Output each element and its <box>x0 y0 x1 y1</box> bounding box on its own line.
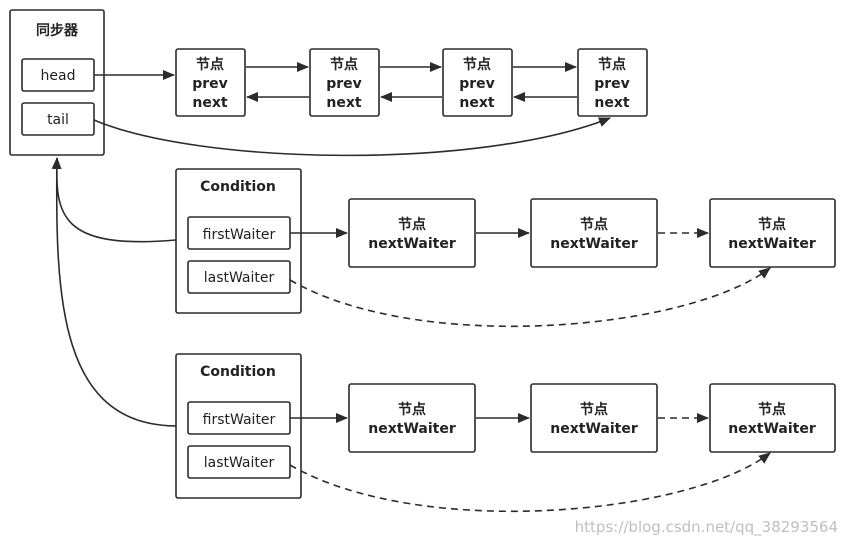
condition-title: Condition <box>200 364 276 380</box>
sync-node-3: 节点 prev next <box>442 48 513 117</box>
node-title: 节点 <box>758 401 786 418</box>
synchronizer-box: 同步器 head tail <box>9 9 105 156</box>
condition-2-node-2: 节点 nextWaiter <box>530 383 658 453</box>
node-title: 节点 <box>463 56 491 73</box>
node-next-waiter: nextWaiter <box>550 421 638 437</box>
last-waiter-field: lastWaiter <box>187 445 291 479</box>
condition-1-node-1: 节点 nextWaiter <box>348 198 476 268</box>
condition-1-node-2: 节点 nextWaiter <box>530 198 658 268</box>
first-waiter-field: firstWaiter <box>187 401 291 435</box>
node-title: 节点 <box>398 401 426 418</box>
node-title: 节点 <box>580 216 608 233</box>
node-next-waiter: nextWaiter <box>368 236 456 252</box>
node-title: 节点 <box>598 56 626 73</box>
node-next-waiter: nextWaiter <box>550 236 638 252</box>
node-next: next <box>326 95 361 111</box>
node-next-waiter: nextWaiter <box>728 421 816 437</box>
first-waiter-label: firstWaiter <box>203 412 276 428</box>
tail-field: tail <box>21 102 95 136</box>
node-next-waiter: nextWaiter <box>368 421 456 437</box>
head-label: head <box>41 68 76 84</box>
first-waiter-label: firstWaiter <box>203 227 276 243</box>
watermark-text: https://blog.csdn.net/qq_38293564 <box>575 518 838 537</box>
node-title: 节点 <box>580 401 608 418</box>
sync-node-4: 节点 prev next <box>577 48 648 117</box>
node-prev: prev <box>192 76 228 92</box>
tail-to-last-node-arrow <box>93 117 611 157</box>
node-title: 节点 <box>398 216 426 233</box>
node-next: next <box>192 95 227 111</box>
node-title: 节点 <box>330 56 358 73</box>
node-title: 节点 <box>758 216 786 233</box>
last-waiter-label: lastWaiter <box>204 455 275 471</box>
sync-node-1: 节点 prev next <box>175 48 246 117</box>
condition-1-node-3: 节点 nextWaiter <box>709 198 836 268</box>
last-waiter-field: lastWaiter <box>187 260 291 294</box>
condition-2-to-sync-line <box>55 157 177 427</box>
head-field: head <box>21 58 95 92</box>
first-waiter-field: firstWaiter <box>187 216 291 250</box>
condition-title: Condition <box>200 179 276 195</box>
condition-2-node-3: 节点 nextWaiter <box>709 383 836 453</box>
last-waiter-dashed-arrow-2 <box>289 452 771 513</box>
tail-label: tail <box>47 112 69 128</box>
node-prev: prev <box>326 76 362 92</box>
node-prev: prev <box>459 76 495 92</box>
condition-2-node-1: 节点 nextWaiter <box>348 383 476 453</box>
last-waiter-dashed-arrow-1 <box>289 267 771 328</box>
last-waiter-label: lastWaiter <box>204 270 275 286</box>
synchronizer-title: 同步器 <box>36 22 79 39</box>
node-next-waiter: nextWaiter <box>728 236 816 252</box>
condition-box-1: Condition firstWaiter lastWaiter <box>175 168 302 314</box>
node-next: next <box>459 95 494 111</box>
sync-node-2: 节点 prev next <box>309 48 380 117</box>
condition-1-to-sync-arrow <box>51 157 177 243</box>
node-next: next <box>594 95 629 111</box>
node-prev: prev <box>594 76 630 92</box>
condition-box-2: Condition firstWaiter lastWaiter <box>175 353 302 499</box>
node-title: 节点 <box>196 56 224 73</box>
